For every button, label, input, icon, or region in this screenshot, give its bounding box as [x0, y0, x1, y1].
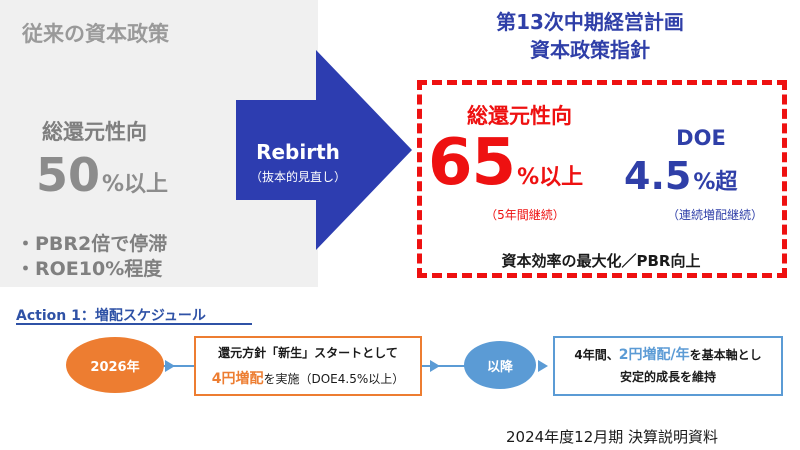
after-circle: 以降 — [464, 341, 536, 389]
step2-text-line2: 安定的成長を維持 — [619, 370, 716, 384]
rebirth-title: Rebirth — [256, 140, 340, 164]
bullet-item: ・PBR2倍で停滞 — [16, 233, 168, 255]
step2-text-line1: 4年間、2円増配/年を基本軸とし — [558, 344, 778, 364]
payout-number: 65 — [428, 126, 516, 200]
arrow-right-icon — [430, 360, 440, 372]
year-circle: 2026年 — [66, 337, 164, 393]
previous-payout-unit: %以上 — [102, 172, 169, 197]
payout-note: （5年間継続） — [485, 208, 565, 222]
bullet-item: ・ROE10%程度 — [16, 258, 163, 280]
payout-value: 65%以上 — [428, 126, 583, 200]
document-footer: 2024年度12月期 決算説明資料 — [506, 428, 719, 446]
previous-policy-bullets: ・PBR2倍で停滞 ・ROE10%程度 — [16, 232, 167, 282]
step1-text-line2: 4円増配を実施（DOE4.5%以上） — [200, 368, 416, 388]
previous-payout-value: 50%以上 — [36, 148, 168, 202]
step2-prefix: 4年間、 — [574, 348, 619, 362]
payout-unit: %以上 — [517, 165, 584, 190]
rebirth-subtitle: （抜本的見直し） — [249, 170, 346, 184]
payout-label: 総還元性向 — [467, 104, 572, 128]
arrow-right-icon — [165, 360, 175, 372]
step2-rest: を基本軸とし — [689, 348, 762, 362]
previous-payout-label: 総還元性向 — [42, 120, 147, 144]
target-box — [417, 80, 787, 278]
doe-number: 4.5 — [624, 154, 692, 198]
doe-value: 4.5%超 — [624, 154, 737, 198]
previous-policy-title: 従来の資本政策 — [22, 22, 169, 46]
action-title-underline — [16, 323, 252, 325]
arrow-right-icon — [538, 360, 548, 372]
plan-title-line1: 第13次中期経営計画 — [496, 10, 684, 34]
step1-box — [194, 336, 422, 396]
plan-title-line2: 資本政策指針 — [530, 38, 650, 62]
capital-efficiency-caption: 資本効率の最大化／PBR向上 — [501, 252, 701, 270]
action-title: Action 1：増配スケジュール — [16, 308, 206, 324]
plan-title: 第13次中期経営計画 資本政策指針 — [420, 8, 760, 64]
step2-highlight: 2円増配/年 — [618, 347, 690, 363]
doe-label: DOE — [676, 126, 726, 150]
step1-highlight: 4円増配 — [211, 371, 264, 387]
rebirth-arrow-shape — [236, 50, 412, 250]
step2-box — [553, 336, 783, 396]
doe-unit: %超 — [693, 170, 738, 195]
previous-payout-number: 50 — [36, 148, 101, 202]
doe-note: （連続増配継続） — [666, 208, 763, 222]
step1-rest: を実施（DOE4.5%以上） — [263, 372, 405, 386]
step1-text-line1: 還元方針「新生」スタートとして — [218, 346, 398, 360]
